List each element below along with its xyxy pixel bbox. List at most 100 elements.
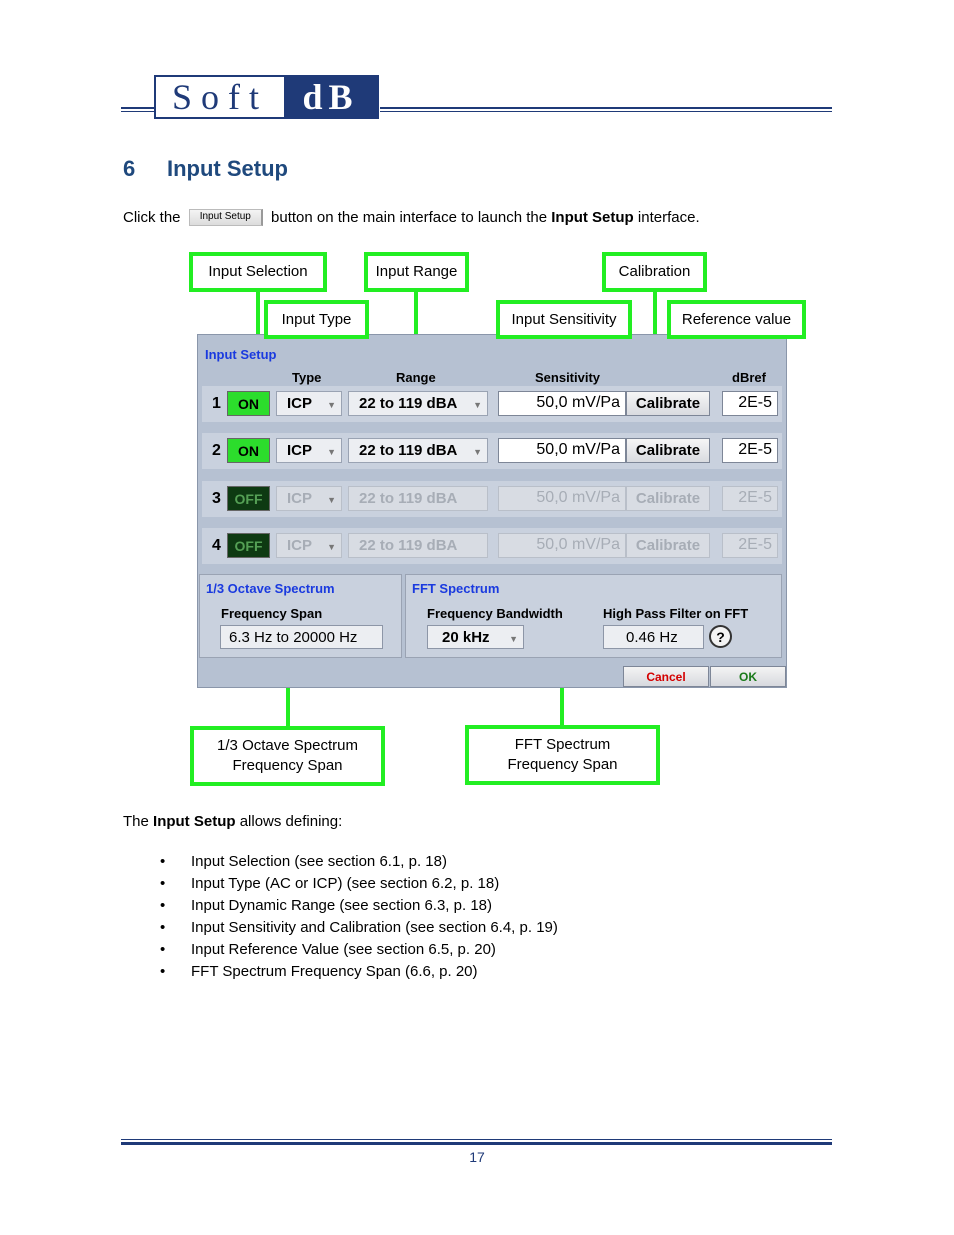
column-type: Type: [292, 370, 322, 385]
list-item: FFT Spectrum Frequency Span (6.6, p. 20): [160, 963, 558, 985]
list-item: Input Type (AC or ICP) (see section 6.2,…: [160, 875, 558, 897]
calibrate-button[interactable]: Calibrate: [626, 533, 710, 558]
range-value: 22 to 119 dBA: [359, 537, 458, 554]
type-value: ICP: [287, 490, 313, 507]
channel-toggle[interactable]: OFF: [227, 486, 270, 511]
callout-octave-spectrum: 1/3 Octave Spectrum Frequency Span: [190, 726, 385, 786]
channel-number: 2: [212, 442, 221, 459]
channel-row-1: 1 ON ICP ▼ 22 to 119 dBA▼ 50,0 mV/Pa Cali…: [202, 386, 782, 422]
logo-soft: Soft: [171, 77, 268, 117]
summary-paragraph: The Input Setup allows defining:: [123, 813, 342, 830]
range-select[interactable]: 22 to 119 dBA: [348, 533, 488, 558]
header-rule-left: [121, 107, 154, 109]
sensitivity-field[interactable]: 50,0 mV/Pa: [498, 438, 626, 463]
list-item: Input Dynamic Range (see section 6.3, p.…: [160, 897, 558, 919]
type-select[interactable]: ICP▼: [276, 533, 342, 558]
octave-frequency-span-field[interactable]: 6.3 Hz to 20000 Hz: [220, 625, 383, 649]
hpf-label: High Pass Filter on FFT: [603, 606, 749, 621]
channel-number: 4: [212, 537, 221, 554]
header-rule-right-thin: [380, 111, 832, 112]
dialog-title: Input Setup: [205, 347, 277, 362]
range-value: 22 to 119 dBA: [359, 442, 458, 459]
input-setup-dialog: Input Setup Type Range Sensitivity dBref…: [197, 334, 787, 688]
section-title: Input Setup: [167, 156, 288, 181]
octave-spectrum-panel: 1/3 Octave Spectrum Frequency Span 6.3 H…: [199, 574, 402, 658]
dropdown-arrow-icon: ▼: [327, 447, 336, 457]
header-rule-right: [380, 107, 832, 109]
type-select[interactable]: ICP ▼: [276, 486, 342, 511]
channel-toggle[interactable]: ON: [227, 391, 270, 416]
callout-reference-value: Reference value: [667, 300, 806, 339]
intro-text-before: Click the: [123, 209, 181, 226]
type-value: ICP: [287, 395, 313, 412]
sensitivity-field[interactable]: 50,0 mV/Pa: [498, 391, 626, 416]
dropdown-arrow-icon: ▼: [327, 542, 336, 552]
list-item: Input Selection (see section 6.1, p. 18): [160, 853, 558, 875]
octave-frequency-span-label: Frequency Span: [221, 606, 323, 621]
range-select[interactable]: 22 to 119 dBA: [348, 486, 488, 511]
range-select[interactable]: 22 to 119 dBA▼: [348, 391, 488, 416]
input-setup-button-image: Input Setup: [188, 209, 263, 226]
callout-octave-line1: 1/3 Octave Spectrum: [217, 737, 358, 754]
fft-bandwidth-select[interactable]: 20 kHz▼: [427, 625, 524, 649]
calibrate-button[interactable]: Calibrate: [626, 391, 710, 416]
footer-rule-thin: [121, 1139, 832, 1140]
footer-rule: [121, 1142, 832, 1145]
dropdown-arrow-icon: ▼: [327, 495, 336, 505]
callout-octave-line2: Frequency Span: [232, 757, 343, 774]
sensitivity-field[interactable]: 50,0 mV/Pa: [498, 486, 626, 511]
channel-row-2: 2 ON ICP ▼ 22 to 119 dBA ▼ 50,0 mV/Pa Cali…: [202, 433, 782, 469]
channel-toggle[interactable]: OFF: [227, 533, 270, 558]
dbref-field[interactable]: 2E-5: [722, 391, 778, 416]
intro-text-bold: Input Setup: [551, 209, 634, 226]
intro-text-middle: button on the main interface to launch t…: [271, 209, 548, 226]
range-value: 22 to 119 dBA: [359, 490, 458, 507]
range-select[interactable]: 22 to 119 dBA ▼: [348, 438, 488, 463]
calibrate-button[interactable]: Calibrate: [626, 486, 710, 511]
callout-input-sensitivity: Input Sensitivity: [496, 300, 632, 339]
section-heading: 6 Input Setup: [123, 156, 288, 182]
ok-button[interactable]: OK: [710, 666, 786, 687]
callout-fft-line1: FFT Spectrum: [514, 736, 611, 753]
column-sensitivity: Sensitivity: [535, 370, 601, 385]
callout-input-range: Input Range: [364, 252, 469, 292]
intro-paragraph: Click the Input Setup button on the main…: [123, 209, 700, 226]
section-number: 6: [123, 156, 136, 181]
callout-input-type: Input Type: [264, 300, 369, 339]
column-range: Range: [396, 370, 436, 385]
fft-panel-title: FFT Spectrum: [412, 581, 500, 596]
para-text-before: The: [123, 813, 149, 830]
header-rule-left-thin: [121, 111, 154, 112]
channel-number: 1: [212, 395, 221, 412]
dropdown-arrow-icon: ▼: [473, 400, 482, 410]
help-icon[interactable]: ?: [709, 625, 732, 648]
dbref-field[interactable]: 2E-5: [722, 438, 778, 463]
calibrate-button[interactable]: Calibrate: [626, 438, 710, 463]
dropdown-arrow-icon: ▼: [327, 400, 336, 410]
sensitivity-field[interactable]: 50,0 mV/Pa: [498, 533, 626, 558]
type-select[interactable]: ICP ▼: [276, 438, 342, 463]
intro-text-after: interface.: [637, 209, 700, 226]
type-select[interactable]: ICP ▼: [276, 391, 342, 416]
channel-row-3: 3 OFF ICP ▼ 22 to 119 dBA 50,0 mV/Pa Cali…: [202, 481, 782, 517]
dbref-field[interactable]: 2E-5: [722, 533, 778, 558]
list-item: Input Sensitivity and Calibration (see s…: [160, 919, 558, 941]
fft-bandwidth-label: Frequency Bandwidth: [427, 606, 563, 621]
logo-db: dB: [284, 77, 377, 117]
channel-toggle[interactable]: ON: [227, 438, 270, 463]
feature-list: Input Selection (see section 6.1, p. 18)…: [160, 853, 558, 985]
dbref-field[interactable]: 2E-5: [722, 486, 778, 511]
octave-panel-title: 1/3 Octave Spectrum: [206, 581, 335, 596]
para-text-bold: Input Setup: [153, 813, 236, 830]
softdb-logo: Soft dB: [154, 75, 379, 119]
page-number: 17: [469, 1149, 485, 1165]
cancel-button[interactable]: Cancel: [623, 666, 709, 687]
fft-spectrum-panel: FFT Spectrum Frequency Bandwidth 20 kHz▼…: [405, 574, 782, 658]
callout-calibration: Calibration: [602, 252, 707, 292]
dropdown-arrow-icon: ▼: [473, 447, 482, 457]
callout-fft-line2: Frequency Span: [507, 756, 618, 773]
type-value: ICP: [287, 442, 313, 459]
channel-number: 3: [212, 490, 221, 507]
hpf-field[interactable]: 0.46 Hz: [603, 625, 704, 649]
channel-row-4: 4 OFF ICP▼ 22 to 119 dBA 50,0 mV/Pa Cali…: [202, 528, 782, 564]
